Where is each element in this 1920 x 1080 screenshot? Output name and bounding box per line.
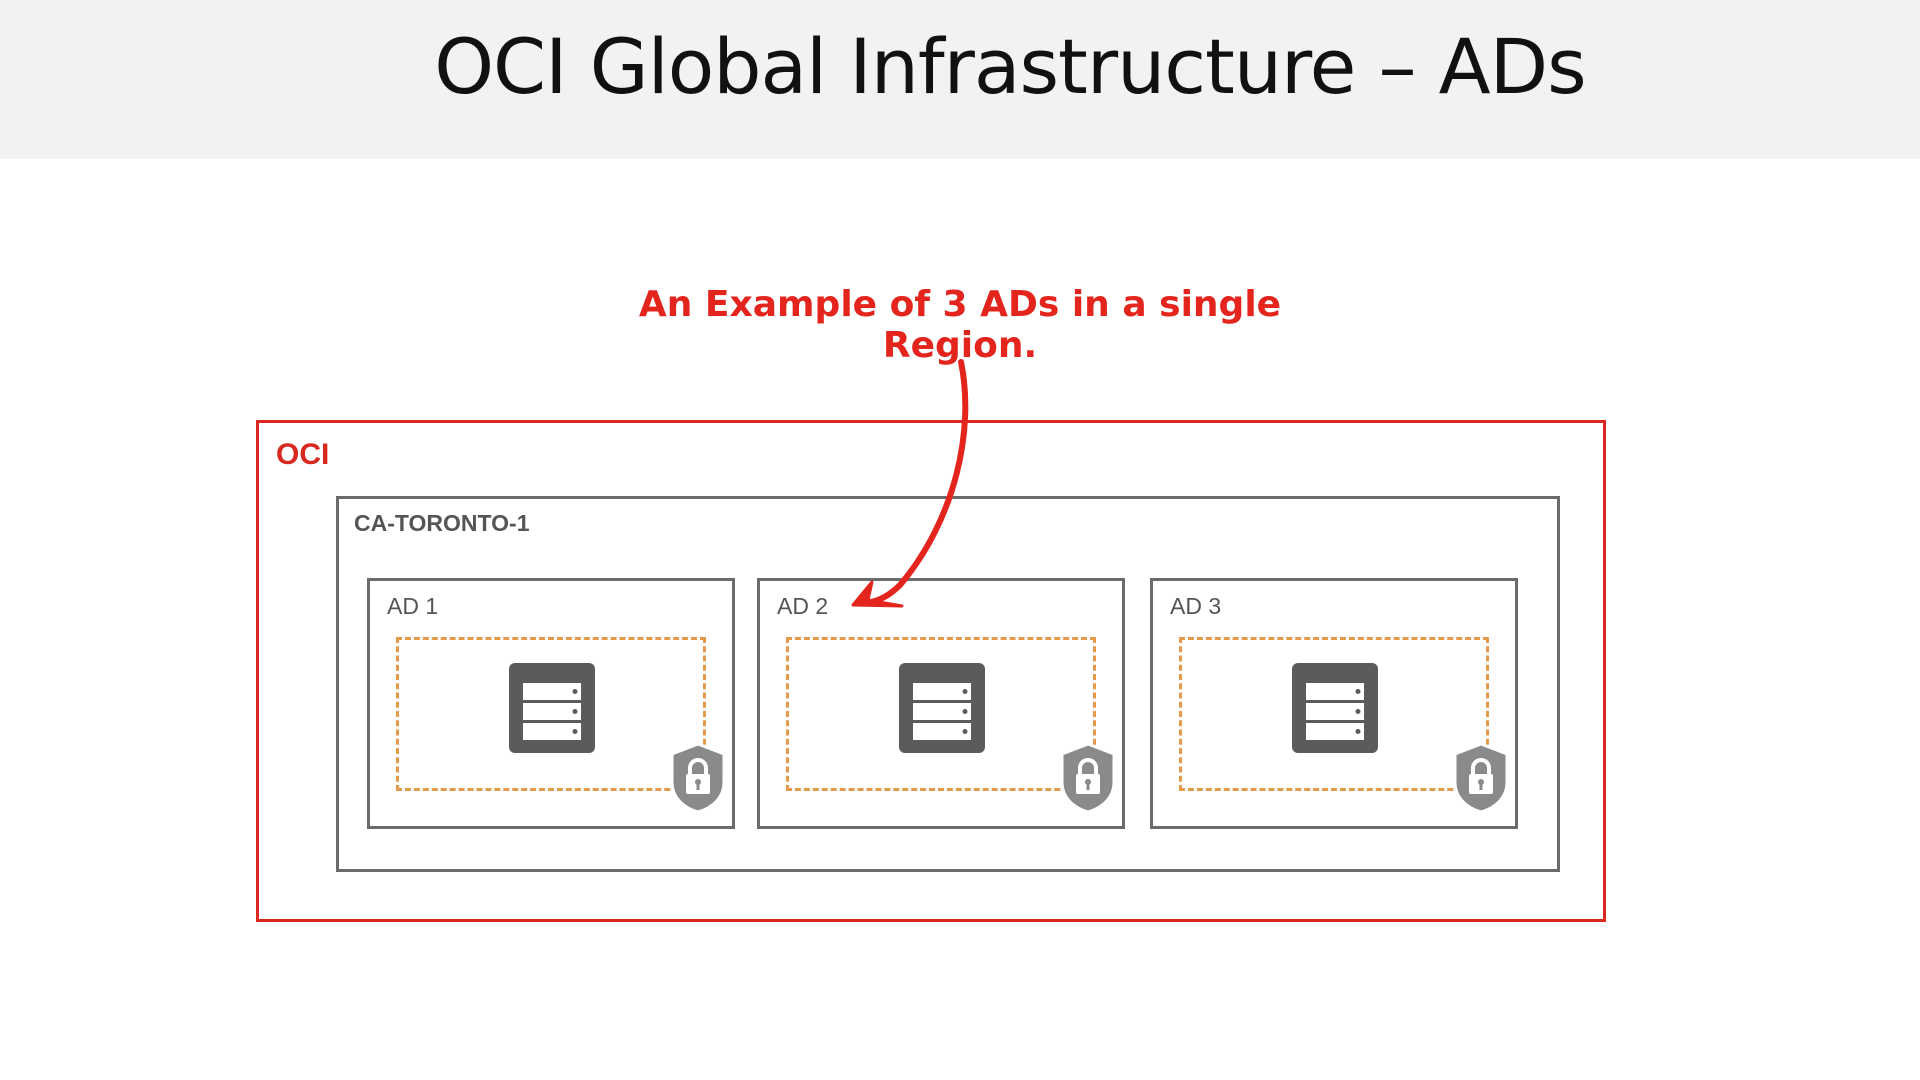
- availability-domain-2: AD 2: [757, 578, 1125, 829]
- region-label: CA-TORONTO-1: [354, 510, 530, 536]
- availability-domain-1: AD 1: [367, 578, 735, 829]
- oci-label: OCI: [276, 438, 330, 471]
- shield-lock-icon: [1060, 742, 1116, 814]
- fault-zone-dashed-box: [396, 637, 706, 791]
- availability-domain-3: AD 3: [1150, 578, 1518, 829]
- ad-label: AD 2: [777, 593, 829, 619]
- callout-text: An Example of 3 ADs in a single Region.: [638, 284, 1282, 366]
- shield-lock-icon: [1453, 742, 1509, 814]
- fault-zone-dashed-box: [786, 637, 1096, 791]
- server-icon: [899, 663, 985, 753]
- title-bar: [0, 0, 1920, 159]
- slide-title: OCI Global Infrastructure – ADs: [434, 22, 1587, 111]
- fault-zone-dashed-box: [1179, 637, 1489, 791]
- server-icon: [509, 663, 595, 753]
- shield-lock-icon: [670, 742, 726, 814]
- ad-label: AD 3: [1170, 593, 1222, 619]
- ad-label: AD 1: [387, 593, 439, 619]
- server-icon: [1292, 663, 1378, 753]
